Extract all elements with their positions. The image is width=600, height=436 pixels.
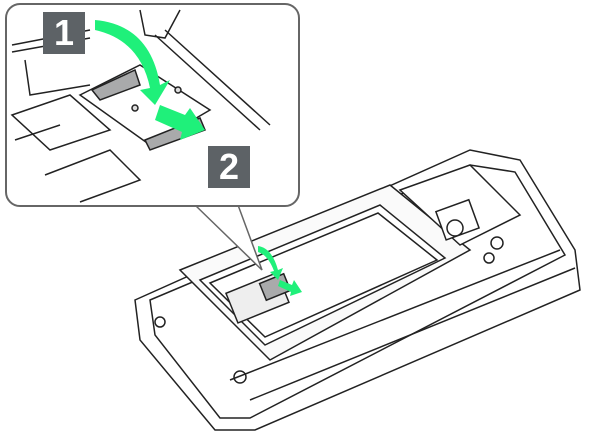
arrow-right-icon: [155, 105, 205, 140]
step-2-badge: 2: [208, 146, 250, 188]
insert-arrows: [95, 20, 302, 296]
phone-body: [134, 149, 581, 431]
small-arrow-right-icon: [278, 280, 302, 296]
callout-pointer: [194, 204, 263, 271]
small-arrow-down-icon: [258, 246, 283, 280]
step-1-badge: 1: [43, 12, 85, 54]
arrow-down-icon: [95, 20, 170, 105]
